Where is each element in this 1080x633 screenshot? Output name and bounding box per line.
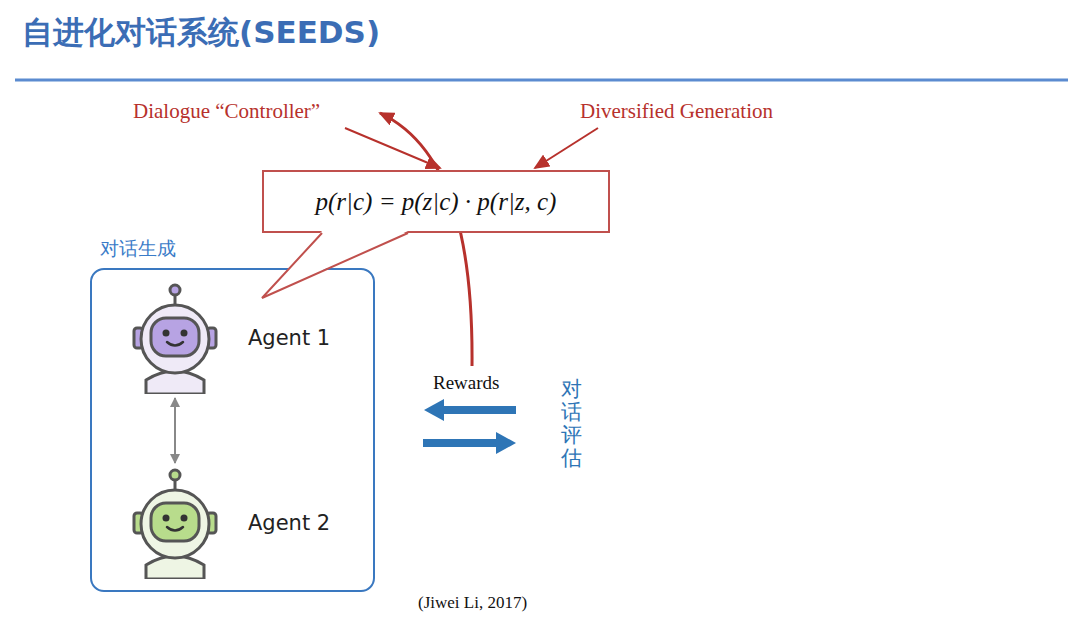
double-arrow [174,398,176,463]
robot-icon [130,467,220,579]
reward-label: Rewards [433,372,499,394]
slide-title: 自进化对话系统(SEEDS) [22,12,380,54]
annotation-label: Diversified Generation [580,99,773,124]
formula-text: p(r|c) = p(z|c) · p(r|z, c) [316,188,557,216]
leader-arrow [535,128,598,168]
group-box: 对话生成Agent 1Agent 2 [90,268,375,592]
bubble-tail-outline [262,233,408,298]
agent-name: Agent 1 [248,326,330,350]
bubble-tail [262,231,408,298]
reward-feedback-arrow [380,113,472,366]
agent-node: Agent 1 [130,282,339,394]
agent-node: Agent 2 [130,467,339,579]
robot-icon [130,282,220,394]
flow-arrow [432,406,516,414]
citation: (Jiwei Li, 2017) [418,593,527,613]
evaluation-label: 对话评估 [561,378,582,470]
flow-arrow [423,439,508,447]
annotation-label: Dialogue “Controller” [133,99,320,124]
group-heading: 对话生成 [100,236,176,262]
title-rule [15,79,1068,82]
agent-name: Agent 2 [248,511,330,535]
formula-bubble: p(r|c) = p(z|c) · p(r|z, c) [262,170,610,233]
leader-arrow [345,128,440,168]
